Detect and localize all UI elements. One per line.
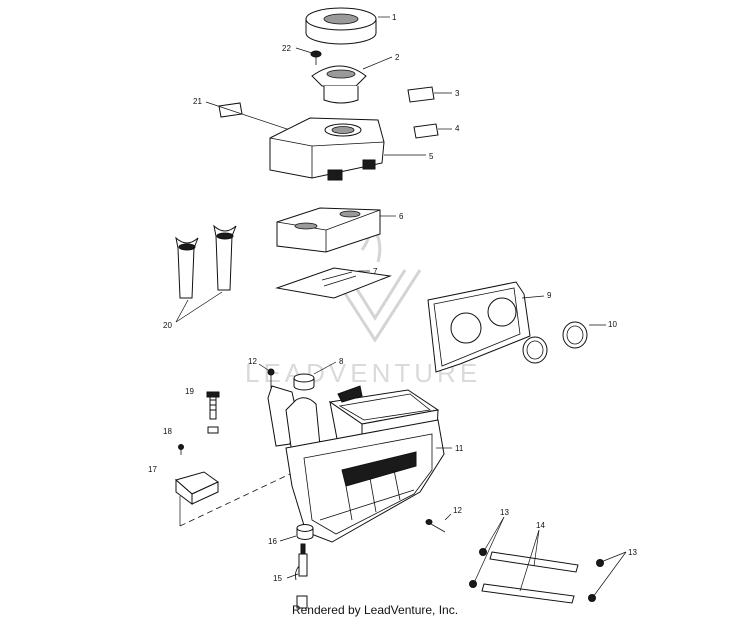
- part-16-drain-cap: [296, 524, 314, 540]
- callout-19: 19: [185, 387, 194, 396]
- part-7-gasket: [275, 267, 392, 299]
- part-6-foam-filter: [276, 207, 381, 253]
- callout-7: 7: [373, 267, 378, 276]
- part-12-bolt-lower: [425, 519, 446, 533]
- callout-13-left: 13: [500, 508, 509, 517]
- callout-20: 20: [163, 321, 172, 330]
- callout-1: 1: [392, 13, 397, 22]
- callout-17: 17: [148, 465, 157, 474]
- render-credit: Rendered by LeadVenture, Inc.: [291, 603, 459, 617]
- callout-12-upper: 12: [248, 357, 257, 366]
- part-5-airbox-cover: [269, 117, 385, 181]
- part-20-velocity-stacks: [175, 224, 237, 299]
- part-12-screw-upper: [267, 368, 275, 388]
- part-10-couplers: [522, 321, 588, 364]
- part-13-14-hardware: [469, 548, 604, 604]
- callout-8: 8: [339, 357, 344, 366]
- callout-22: 22: [282, 44, 291, 53]
- part-1-filter-ring: [305, 7, 377, 45]
- part-11-airbox-base: [267, 385, 445, 543]
- part-3-label: [407, 86, 435, 103]
- callout-11: 11: [455, 444, 464, 453]
- callout-16: 16: [268, 537, 277, 546]
- callout-10: 10: [608, 320, 617, 329]
- callout-9: 9: [547, 291, 552, 300]
- part-15-drain-hose: [295, 543, 308, 609]
- callout-14: 14: [536, 521, 545, 530]
- callout-5: 5: [429, 152, 434, 161]
- part-2-intake-boot: [311, 65, 367, 104]
- callout-12-lower: 12: [453, 506, 462, 515]
- callout-15: 15: [273, 574, 282, 583]
- part-9-intake-plate: [427, 281, 531, 373]
- part-18-screw: [178, 444, 184, 455]
- callout-4: 4: [455, 124, 460, 133]
- callout-21: 21: [193, 97, 202, 106]
- part-22-screw: [310, 50, 322, 65]
- part-8-breather-cap: [293, 373, 315, 391]
- part-4-label: [413, 123, 439, 139]
- callout-3: 3: [455, 89, 460, 98]
- part-17-module: [174, 471, 219, 505]
- callout-13-right: 13: [628, 548, 637, 557]
- callout-18: 18: [163, 427, 172, 436]
- callout-2: 2: [395, 53, 400, 62]
- part-19-clip: [206, 391, 220, 434]
- callout-6: 6: [399, 212, 404, 221]
